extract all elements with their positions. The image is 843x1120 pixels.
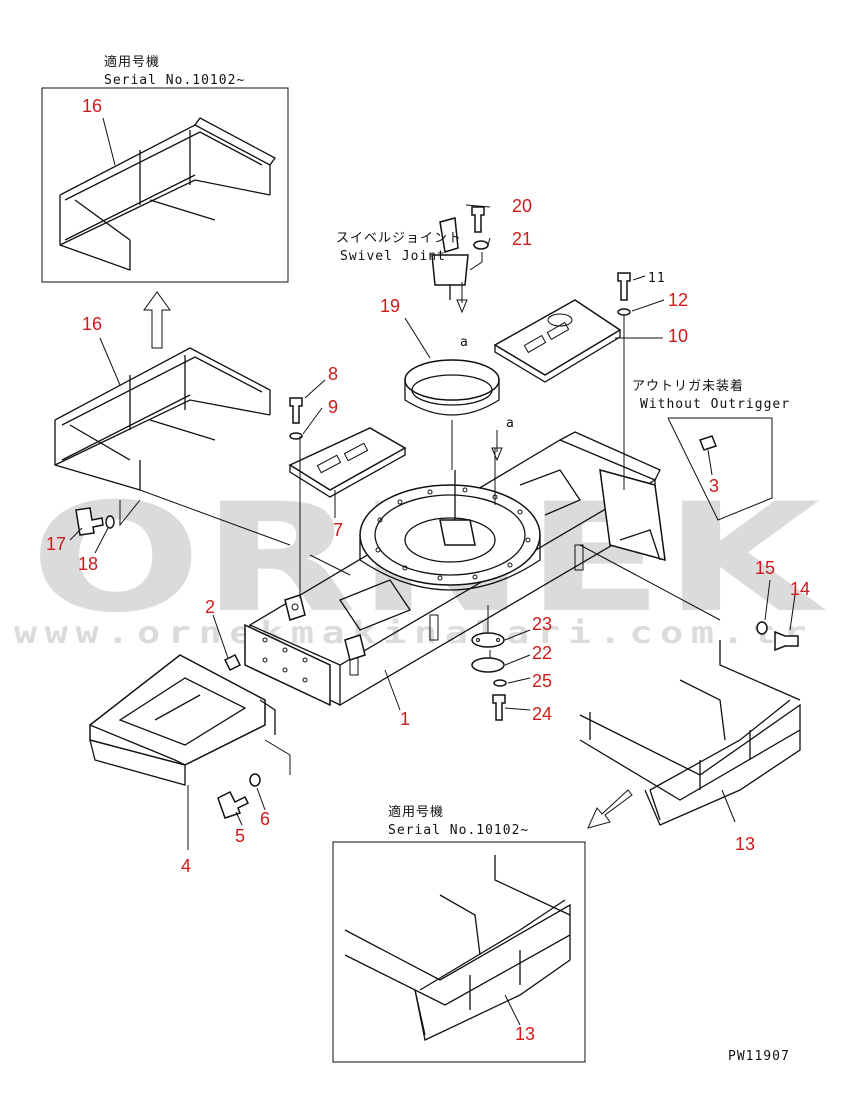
inset-bottom: 適用号機 Serial No.10102~	[332, 804, 586, 1063]
main-frame	[244, 431, 666, 707]
cover-plate-7	[288, 427, 407, 498]
guard-16-main	[54, 347, 271, 491]
inset-bottom-frame	[332, 841, 586, 1063]
washer-9-icon	[289, 432, 303, 440]
label-part-12: 12	[668, 290, 688, 310]
guard-13-inset	[344, 855, 571, 1041]
swivel-caption-en: Swivel Joint	[340, 249, 446, 264]
inset-bottom-caption-en: Serial No.10102~	[388, 823, 529, 838]
label-part-5: 5	[235, 826, 245, 846]
label-part-14: 14	[790, 579, 810, 599]
label-part-11: 11	[648, 271, 666, 286]
label-part-22: 22	[532, 643, 552, 663]
label-part-15: 15	[755, 558, 775, 578]
label-part-19: 19	[380, 296, 400, 316]
bolt-14-icon	[774, 630, 799, 652]
label-part-23: 23	[532, 614, 552, 634]
washer-15-icon	[756, 621, 768, 635]
outrigger-callout	[667, 417, 773, 521]
part-labels: 16 16 19 20 21 11 12 10 8 9 3 7 17 18 2 …	[46, 96, 810, 1044]
label-part-21: 21	[512, 229, 532, 249]
washer-18-icon	[105, 515, 115, 529]
bolt-17-icon	[75, 507, 104, 536]
arrow-down-left-icon	[587, 789, 633, 829]
down-arrow-icon	[456, 282, 503, 462]
watermark-url: www.ornekmakinalari.com.tr	[14, 616, 814, 651]
label-part-25: 25	[532, 671, 552, 691]
leader-lines	[69, 117, 796, 1026]
inset-bottom-caption-jp: 適用号機	[388, 804, 444, 820]
label-part-20: 20	[512, 196, 532, 216]
seal-ring-19	[404, 359, 500, 416]
washer-25-icon	[493, 679, 507, 687]
label-part-6: 6	[260, 809, 270, 829]
label-part-4: 4	[181, 856, 191, 876]
gasket-22-icon	[471, 657, 505, 673]
washer-21-icon	[473, 240, 489, 250]
guard-16-inset	[59, 117, 276, 271]
label-part-24: 24	[532, 704, 552, 724]
outrigger-caption-jp: アウトリガ未装着	[632, 378, 744, 394]
ref-a-label-1: a	[460, 335, 469, 350]
fender-4	[89, 654, 276, 786]
bolt-8-icon	[289, 397, 303, 424]
washer-6-icon	[249, 773, 261, 787]
label-part-16: 16	[82, 314, 102, 334]
label-part-7: 7	[333, 520, 343, 540]
bolt-11-icon	[617, 272, 631, 301]
drawing-number: PW11907	[728, 1049, 790, 1064]
bolt-20-icon	[471, 206, 485, 233]
bolt-5-icon	[217, 790, 250, 819]
label-part-9: 9	[328, 397, 338, 417]
bolt-24-icon	[492, 694, 506, 721]
bolt-2-icon	[223, 653, 242, 672]
inset-top: 適用号機 Serial No.10102~	[41, 54, 289, 283]
arrow-up-icon	[143, 291, 171, 349]
label-part-13-inset: 13	[515, 1024, 535, 1044]
guard-13-main	[579, 640, 801, 826]
label-part-1: 1	[400, 709, 410, 729]
swivel-joint	[431, 217, 469, 300]
inset-top-caption-jp: 適用号機	[104, 54, 160, 70]
label-part-18: 18	[78, 554, 98, 574]
label-part-16-inset: 16	[82, 96, 102, 116]
bolt-3-icon	[699, 435, 717, 451]
label-part-10: 10	[668, 326, 688, 346]
label-part-3: 3	[709, 476, 719, 496]
label-part-13: 13	[735, 834, 755, 854]
label-part-17: 17	[46, 534, 66, 554]
label-part-2: 2	[205, 597, 215, 617]
ref-a-label-2: a	[506, 416, 515, 431]
label-part-8: 8	[328, 364, 338, 384]
inset-top-caption-en: Serial No.10102~	[104, 73, 245, 88]
cover-plate-10	[493, 299, 622, 383]
outrigger-caption-en: Without Outrigger	[640, 397, 790, 412]
swivel-caption-jp: スイベルジョイント	[336, 231, 462, 246]
washer-12-icon	[617, 308, 631, 316]
inset-top-frame	[41, 87, 289, 283]
